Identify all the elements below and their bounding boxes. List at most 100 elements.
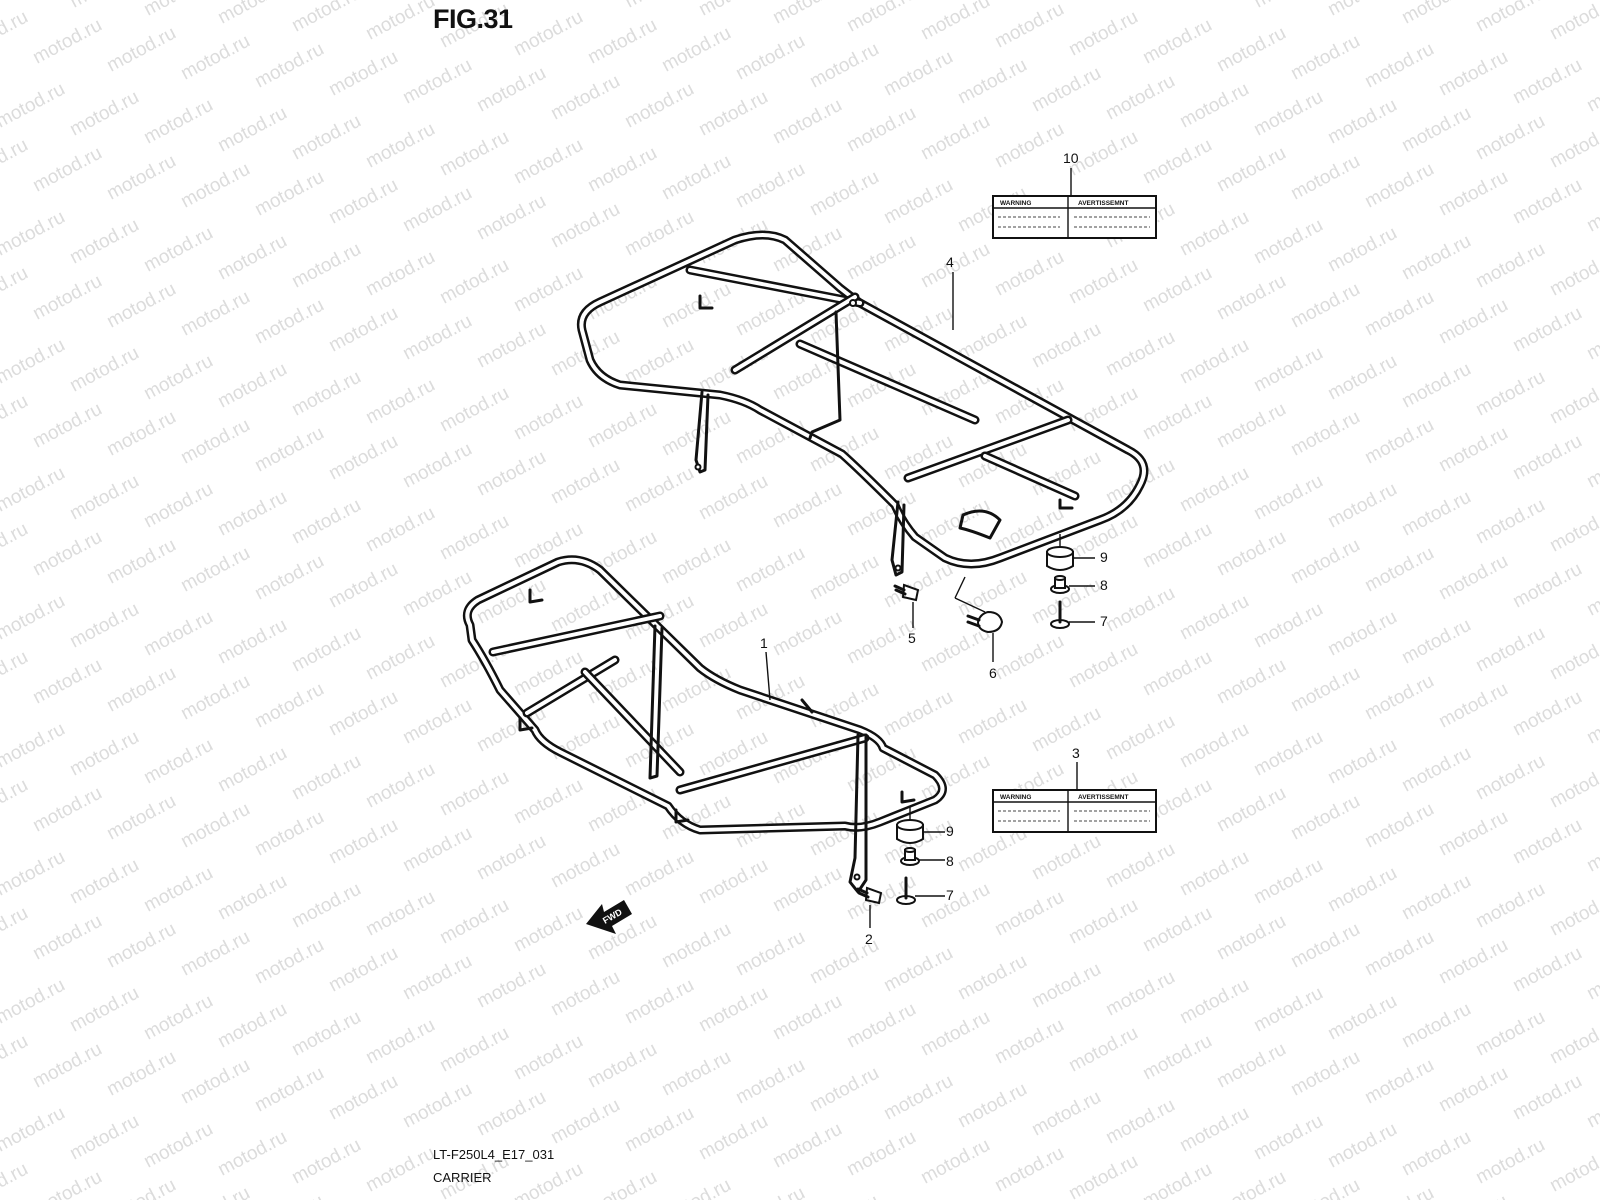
watermark-text: motod.ru — [362, 631, 438, 685]
watermark-text: motod.ru — [0, 591, 69, 645]
watermark-text: motod.ru — [510, 391, 586, 445]
watermark-text: motod.ru — [1361, 543, 1437, 597]
watermark-text: motod.ru — [288, 495, 364, 549]
watermark-text: motod.ru — [1546, 247, 1600, 301]
watermark-text: motod.ru — [880, 1071, 956, 1125]
watermark-text: motod.ru — [1324, 607, 1400, 661]
watermark-text: motod.ru — [1213, 1039, 1289, 1093]
watermark-text: motod.ru — [0, 391, 32, 445]
leader-lines — [765, 168, 1095, 928]
watermark-text: motod.ru — [1176, 463, 1252, 517]
watermark-text: motod.ru — [325, 943, 401, 997]
watermark-text: motod.ru — [1546, 119, 1600, 173]
watermark-text: motod.ru — [177, 159, 253, 213]
watermark-text: motod.ru — [1361, 1055, 1437, 1109]
watermark-text: motod.ru — [917, 0, 993, 44]
callouts: 10 4 1 3 5 6 9 8 7 9 8 7 2 — [760, 150, 1108, 947]
watermark-text: motod.ru — [621, 463, 697, 517]
watermark-text: motod.ru — [1546, 1143, 1600, 1197]
watermark-text: motod.ru — [769, 1119, 845, 1173]
watermark-text: motod.ru — [1139, 1159, 1215, 1200]
watermark-text: motod.ru — [1398, 359, 1474, 413]
warning-label-10: WARNING AVERTISSEMNT — [992, 195, 1157, 239]
watermark-text: motod.ru — [1102, 583, 1178, 637]
watermark-text: motod.ru — [991, 0, 1067, 52]
watermark-text: motod.ru — [1324, 991, 1400, 1045]
watermark-text: motod.ru — [1250, 1111, 1326, 1165]
watermark-text: motod.ru — [732, 31, 808, 85]
watermark-text: motod.ru — [1398, 743, 1474, 797]
watermark-text: motod.ru — [547, 839, 623, 893]
watermark-text: motod.ru — [103, 279, 179, 333]
watermark-text: motod.ru — [1583, 439, 1600, 493]
watermark-text: motod.ru — [1287, 919, 1363, 973]
watermark-text: motod.ru — [769, 607, 845, 661]
callout-9-rear: 9 — [1100, 549, 1108, 565]
watermark-text: motod.ru — [1102, 1095, 1178, 1149]
watermark-text: motod.ru — [1509, 687, 1585, 741]
watermark-text: motod.ru — [1287, 535, 1363, 589]
watermark-text: motod.ru — [658, 1175, 734, 1200]
bolt-5 — [893, 583, 920, 602]
watermark-text: motod.ru — [732, 927, 808, 981]
watermark-text: motod.ru — [0, 719, 69, 773]
watermark-text: motod.ru — [288, 367, 364, 421]
watermark-text: motod.ru — [658, 279, 734, 333]
watermark-text: motod.ru — [732, 1055, 808, 1109]
watermark-text: motod.ru — [1398, 103, 1474, 157]
label-10-warning: WARNING — [1000, 200, 1031, 207]
watermark-text: motod.ru — [1102, 839, 1178, 893]
watermark-text: motod.ru — [362, 759, 438, 813]
watermark-text: motod.ru — [1139, 647, 1215, 701]
watermark-text: motod.ru — [66, 983, 142, 1037]
watermark-text: motod.ru — [0, 903, 32, 957]
watermark-text: motod.ru — [1028, 319, 1104, 373]
watermark-text: motod.ru — [1287, 791, 1363, 845]
watermark-text: motod.ru — [1435, 935, 1511, 989]
watermark-text: motod.ru — [917, 111, 993, 165]
watermark-text: motod.ru — [510, 903, 586, 957]
watermark-text: motod.ru — [1139, 1031, 1215, 1085]
watermark-text: motod.ru — [473, 959, 549, 1013]
watermark-text: motod.ru — [0, 975, 69, 1029]
watermark-text: motod.ru — [251, 167, 327, 221]
watermark-text: motod.ru — [436, 383, 512, 437]
watermark-text: motod.ru — [288, 879, 364, 933]
watermark-text: motod.ru — [1398, 1127, 1474, 1181]
watermark-text: motod.ru — [1213, 399, 1289, 453]
watermark-text: motod.ru — [991, 1143, 1067, 1197]
watermark-text: motod.ru — [732, 543, 808, 597]
watermark-text: motod.ru — [1435, 551, 1511, 605]
watermark-text: motod.ru — [1176, 335, 1252, 389]
watermark-text: motod.ru — [1324, 351, 1400, 405]
watermark-text: motod.ru — [214, 743, 290, 797]
watermark-text: motod.ru — [1435, 807, 1511, 861]
watermark-text: motod.ru — [251, 423, 327, 477]
watermark-text: motod.ru — [177, 1055, 253, 1109]
watermark-text: motod.ru — [362, 0, 438, 44]
watermark-text: motod.ru — [288, 239, 364, 293]
watermark-text: motod.ru — [66, 343, 142, 397]
watermark-text: motod.ru — [1472, 111, 1548, 165]
watermark-text: motod.ru — [1287, 1047, 1363, 1101]
watermark-text: motod.ru — [1435, 1191, 1511, 1200]
watermark-text: motod.ru — [29, 655, 105, 709]
watermark-text: motod.ru — [695, 471, 771, 525]
watermark-text: motod.ru — [917, 751, 993, 805]
watermark-text: motod.ru — [510, 775, 586, 829]
watermark-text: motod.ru — [1583, 183, 1600, 237]
watermark-text: motod.ru — [1250, 0, 1326, 12]
watermark-text: motod.ru — [1250, 983, 1326, 1037]
watermark-text: motod.ru — [1546, 631, 1600, 685]
watermark-text: motod.ru — [510, 263, 586, 317]
watermark-text: motod.ru — [806, 1063, 882, 1117]
watermark-text: motod.ru — [1287, 279, 1363, 333]
watermark-text: motod.ru — [1176, 847, 1252, 901]
watermark-text: motod.ru — [917, 879, 993, 933]
watermark-text: motod.ru — [584, 783, 660, 837]
watermark-text: motod.ru — [140, 223, 216, 277]
collar-8-rear — [1050, 575, 1070, 594]
watermark-text: motod.ru — [954, 695, 1030, 749]
watermark-text: motod.ru — [1509, 55, 1585, 109]
watermark-text: motod.ru — [1583, 311, 1600, 365]
